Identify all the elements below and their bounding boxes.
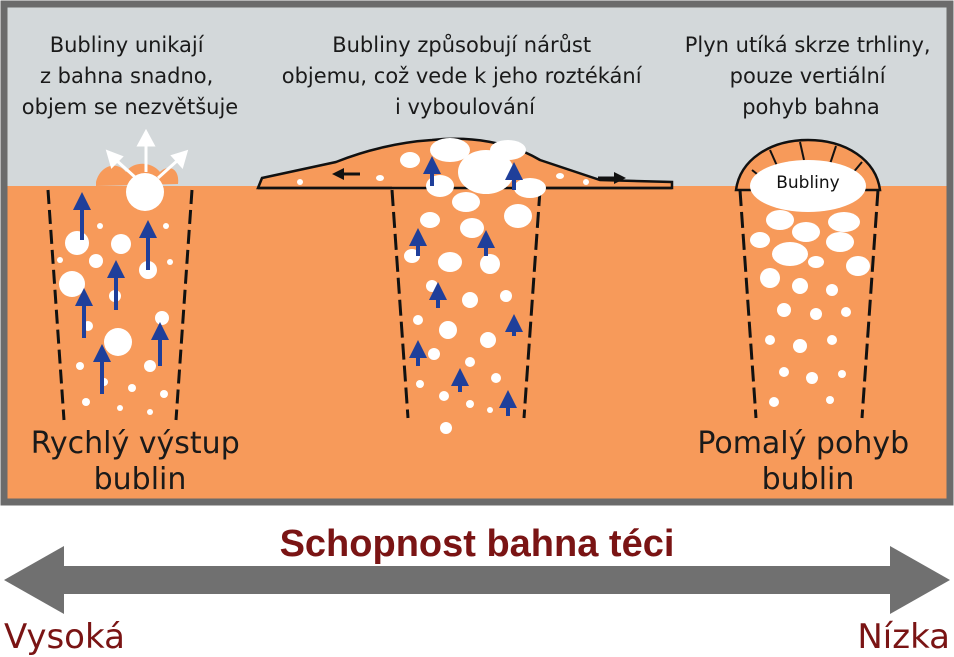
- left-panel-label-line-1: Rychlý výstup: [31, 426, 240, 461]
- axis-left-label: Vysoká: [4, 617, 125, 657]
- middle-caption-line-3: i vyboulování: [395, 95, 536, 119]
- left-caption: Bubliny unikají z bahna snadno, objem se…: [22, 33, 238, 119]
- right-caption-line-2: pouze vertiální: [730, 64, 887, 88]
- axis-title: Schopnost bahna téci: [280, 523, 675, 565]
- left-caption-line-1: Bubliny unikají: [50, 33, 205, 57]
- left-caption-line-2: z bahna snadno,: [40, 64, 213, 88]
- right-caption-line-1: Plyn utíká skrze trhliny,: [685, 33, 931, 57]
- right-panel-label-line-1: Pomalý pohyb: [697, 426, 909, 461]
- left-caption-line-3: objem se nezvětšuje: [22, 95, 238, 119]
- axis-right-label: Nízka: [857, 617, 950, 657]
- right-panel-label-line-2: bublin: [762, 462, 855, 497]
- middle-caption-line-1: Bubliny způsobují nárůst: [332, 33, 591, 57]
- right-caption-line-3: pohyb bahna: [742, 95, 880, 119]
- left-panel-label-line-2: bublin: [94, 462, 187, 497]
- middle-caption-line-2: objemu, což vede k jeho roztékání: [282, 64, 643, 88]
- bubble-cluster-label: Bubliny: [776, 173, 840, 193]
